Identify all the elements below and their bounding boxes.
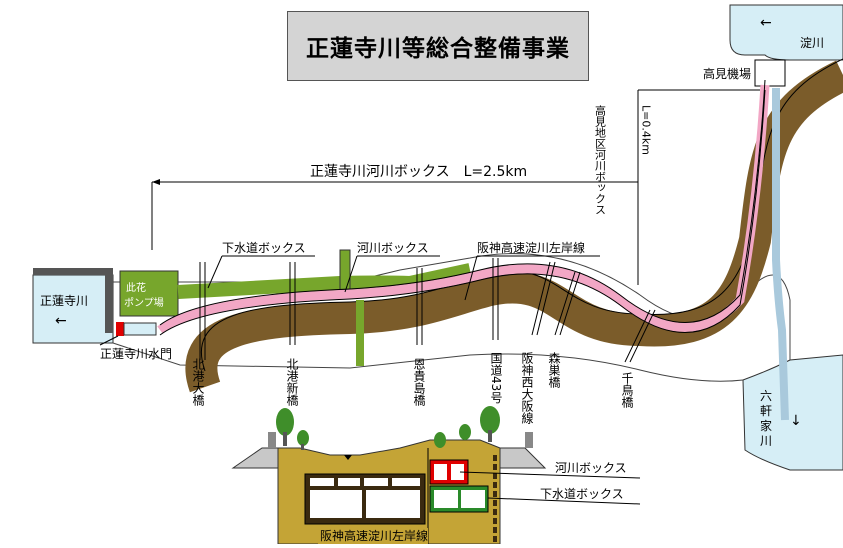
bridge-label: 阪神西大阪線 (520, 352, 534, 424)
pipe-to-rokken (772, 88, 789, 421)
cross-section: 河川ボックス 下水道ボックス 阪神高速淀川左岸線 (231, 406, 641, 545)
bridge-chidori: 千鳥橋 (620, 309, 656, 409)
bridge-hokko-shinbashi: 北港新橋 (285, 262, 299, 407)
title-box: 正蓮寺川等総合整備事業 (287, 11, 589, 81)
channel-outline-top (113, 253, 791, 360)
sluice-gate-label: 正蓮寺川水門 (100, 347, 172, 361)
bridge-morisu: 森巣橋 (547, 271, 581, 389)
river-box-label: 河川ボックス (357, 241, 429, 255)
shorenji-river-label: 正蓮寺川 (40, 294, 88, 308)
bridge-route43: 国道43号 (489, 258, 503, 403)
sewer-box-label: 下水道ボックス (222, 241, 306, 255)
bridge-label: 恩貴島橋 (412, 358, 426, 407)
yodo-river-label: 淀川 (800, 36, 824, 50)
sluice-gate-box (123, 322, 157, 336)
section-sewer-box-label: 下水道ボックス (540, 487, 624, 501)
rokken-label-1: 六 (760, 389, 772, 403)
konohana-pump-label-1: 此花 (126, 281, 146, 294)
rokken-label-2: 軒 (760, 404, 772, 418)
shorenji-flow-arrow: ← (55, 313, 67, 329)
rokken-label-3: 家 (760, 418, 772, 433)
section-expressway-label: 阪神高速淀川左岸線 (320, 528, 428, 543)
bridge-label: 千鳥橋 (620, 372, 634, 409)
konohana-pump-box (119, 270, 179, 317)
sewer-branch-down (356, 300, 364, 366)
sluice-gate-red (116, 322, 124, 336)
takami-box-length: L=0.4km (640, 105, 653, 155)
bridge-hanshin-nishiosaka: 阪神西大阪線 (520, 261, 556, 424)
rokken-river: 六 軒 家 川 ↓ (742, 354, 843, 471)
yodo-river: ← 淀川 (729, 4, 843, 61)
shorenji-river: 正蓮寺川 ← (32, 268, 114, 344)
sewer-branch-top (339, 249, 351, 291)
bridge-label: 北港新橋 (285, 358, 299, 407)
rokken-label-4: 川 (760, 434, 772, 448)
takami-box-label: 高見地区河川ボックス (594, 104, 607, 215)
bridge-label: 森巣橋 (547, 351, 561, 389)
page-title: 正蓮寺川等総合整備事業 (306, 36, 570, 62)
river-box-line (157, 84, 770, 334)
takami-pump-label: 高見機場 (703, 66, 751, 81)
bridge-hokko-ohashi: 北港大橋 (191, 262, 206, 407)
bridge-onkijima: 恩貴島橋 (412, 268, 426, 407)
rokken-flow-arrow: ↓ (790, 413, 802, 429)
channel-outline-bottom (112, 342, 744, 382)
expressway-label: 阪神高速淀川左岸線 (477, 240, 585, 255)
yodo-flow-arrow: ← (760, 15, 772, 31)
takami-pump-box (754, 59, 786, 87)
bridge-label: 北港大橋 (191, 358, 205, 407)
konohana-pump-label-2: ポンプ場 (124, 296, 164, 309)
bridge-label: 国道43号 (489, 352, 503, 403)
main-box-dimension-label: 正蓮寺川河川ボックス L=2.5km (310, 164, 527, 180)
section-river-box-label: 河川ボックス (555, 461, 627, 475)
